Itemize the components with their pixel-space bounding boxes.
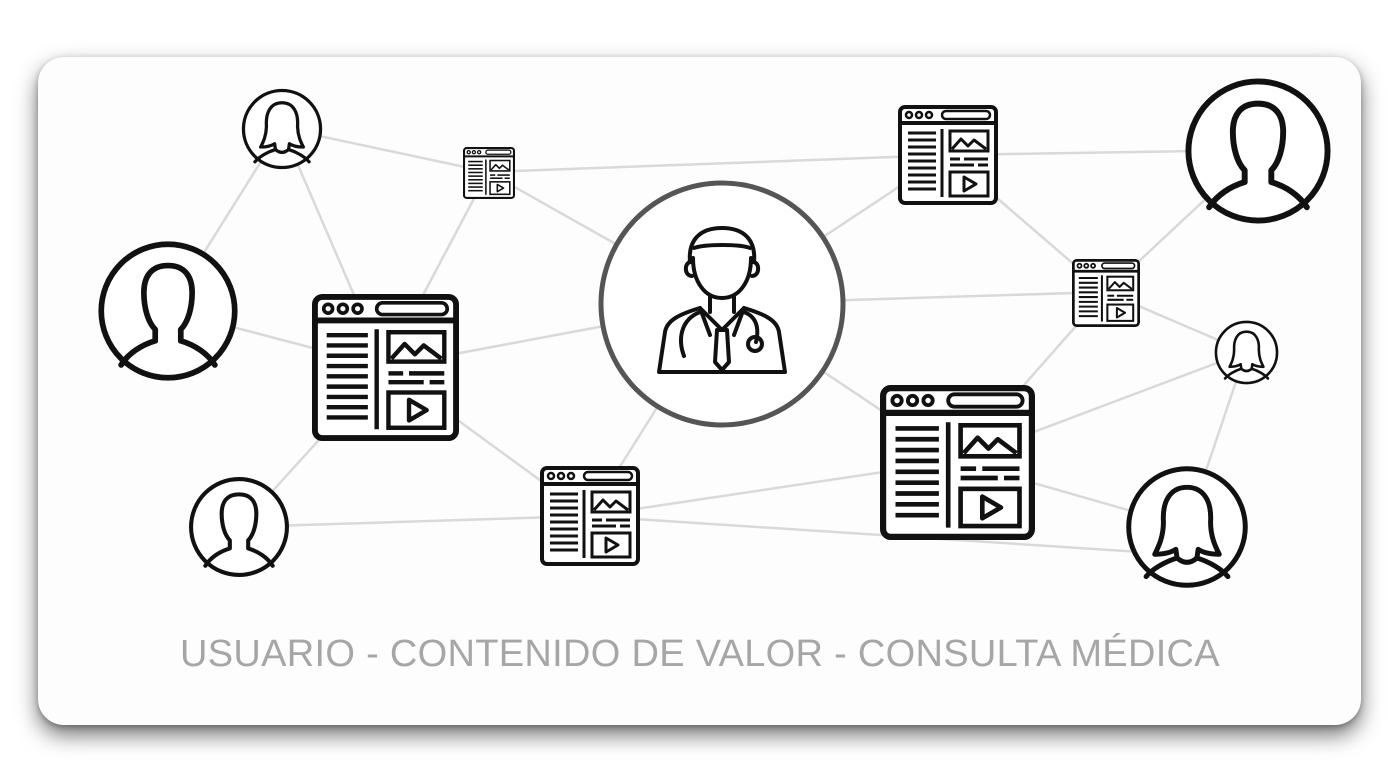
user-silhouette-icon <box>191 479 287 575</box>
web-page-content-icon <box>540 466 640 566</box>
user-silhouette-icon <box>1214 320 1279 385</box>
user-silhouette-icon <box>1188 81 1327 220</box>
user-silhouette-icon <box>241 88 323 170</box>
web-page-content-icon <box>898 105 998 205</box>
web-page-content-icon <box>315 297 456 438</box>
web-page-content-icon <box>1071 258 1141 328</box>
web-page-content-icon <box>463 146 516 199</box>
diagram-caption: USUARIO - CONTENIDO DE VALOR - CONSULTA … <box>180 633 1220 675</box>
doctor-icon <box>598 180 846 428</box>
user-silhouette-icon <box>101 244 234 377</box>
user-silhouette-icon <box>1129 469 1246 586</box>
web-page-content-icon <box>883 388 1032 537</box>
